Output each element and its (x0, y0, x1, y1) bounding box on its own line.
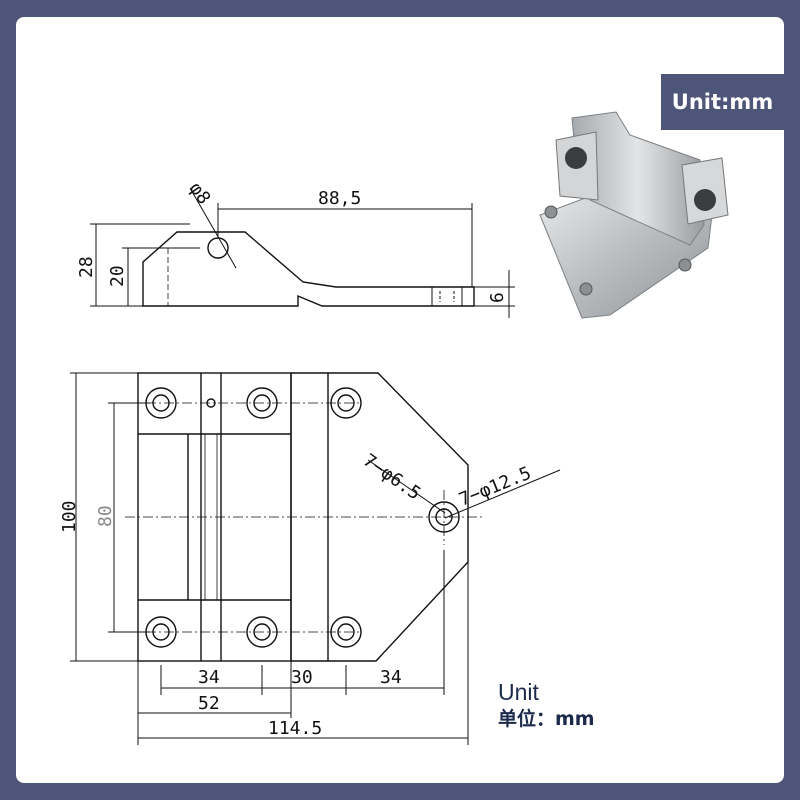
unit-note-line1: Unit (498, 679, 539, 705)
hole-3 (330, 387, 362, 419)
dim-52: 52 (198, 693, 220, 714)
dim-114-5: 114.5 (268, 718, 322, 739)
dim-88-5-lines (217, 203, 473, 287)
callout-phi-6-5: 7−φ6.5 (359, 450, 424, 505)
dim-20: 20 (107, 265, 128, 287)
dim-30: 30 (291, 667, 313, 688)
hole-5 (246, 616, 278, 648)
dim-80: 80 (95, 505, 116, 527)
leaf-right (291, 372, 469, 662)
dim-phi-8: φ8 (185, 179, 215, 209)
hole-1 (145, 387, 177, 419)
dim-6-lines (474, 270, 515, 318)
hole-2 (246, 387, 278, 419)
unit-note-line2: 单位：mm (498, 708, 595, 730)
dim-28: 28 (76, 256, 97, 278)
hole-4 (145, 616, 177, 648)
pin-hole (206, 398, 216, 408)
dim-28-lines (90, 223, 190, 307)
hole-6 (330, 616, 362, 648)
dim-100: 100 (59, 500, 80, 533)
dim-20-lines (122, 247, 200, 306)
hole-7 (428, 501, 460, 533)
unit-badge: Unit:mm (661, 74, 784, 130)
side-profile (142, 231, 475, 307)
mounting-holes (145, 387, 460, 648)
dim-6: 6 (487, 292, 508, 303)
hinge-photo-icon (539, 111, 729, 319)
dim-34-left: 34 (198, 667, 220, 688)
dim-34-right: 34 (380, 667, 402, 688)
side-view (90, 187, 515, 318)
dim-88-5: 88,5 (318, 188, 361, 209)
front-view (70, 372, 561, 745)
unit-note: Unit 单位：mm (498, 678, 595, 732)
